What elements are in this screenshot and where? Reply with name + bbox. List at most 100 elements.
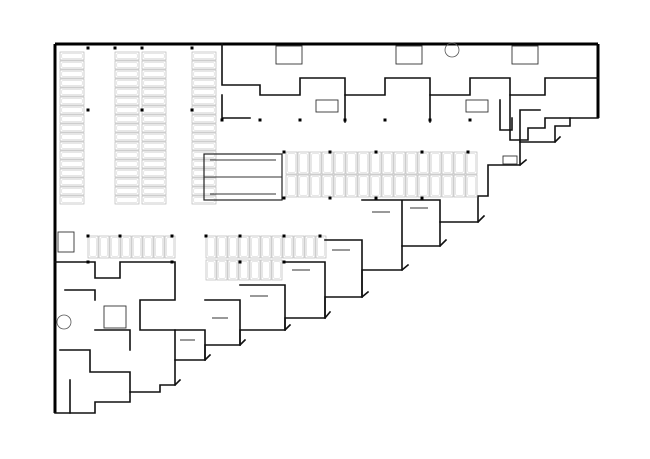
outer-envelope	[53, 42, 600, 414]
column	[86, 234, 90, 238]
lift-room-1	[315, 99, 339, 113]
column	[428, 118, 432, 122]
parking-bay	[114, 123, 140, 133]
parked-car-outline	[116, 116, 138, 122]
diagonal-facade	[173, 135, 562, 387]
structural-columns	[86, 46, 472, 264]
stair-core-2	[395, 45, 423, 65]
parked-car-outline	[116, 107, 138, 113]
parked-car-outline	[229, 237, 237, 257]
parked-car-outline	[207, 261, 215, 279]
parked-car-outline	[61, 71, 83, 77]
parking-bay	[465, 174, 478, 198]
parking-bay	[465, 151, 478, 175]
parked-car-outline	[240, 261, 248, 279]
parked-car-outline	[371, 176, 380, 196]
north-rooms	[221, 42, 599, 131]
parked-car-outline	[383, 176, 392, 196]
parked-car-outline	[240, 237, 248, 257]
parked-car-outline	[193, 98, 215, 104]
parked-car-outline	[299, 153, 308, 173]
parked-car-outline	[100, 237, 108, 257]
parked-car-outline	[311, 153, 320, 173]
parked-car-outline	[143, 134, 165, 140]
parked-car-outline	[229, 261, 237, 279]
facade-step-lines	[173, 135, 562, 387]
parking-bay	[191, 105, 217, 115]
parked-car-outline	[467, 153, 476, 173]
parking-bay	[109, 235, 121, 259]
parking-bay	[59, 141, 85, 151]
parking-bay	[114, 105, 140, 115]
column	[258, 118, 262, 122]
parking-bay	[59, 195, 85, 205]
parking-bay	[205, 235, 217, 259]
parked-car-outline	[395, 176, 404, 196]
parking-bay	[191, 78, 217, 88]
parked-car-outline	[61, 125, 83, 131]
parking-bay	[357, 151, 370, 175]
parked-car-outline	[193, 80, 215, 86]
parking-bay	[141, 87, 167, 97]
parking-bay	[191, 123, 217, 133]
parked-car-outline	[61, 98, 83, 104]
parked-car-outline	[116, 179, 138, 185]
parking-bay	[59, 78, 85, 88]
parking-bay	[141, 78, 167, 88]
parking-bay	[441, 151, 454, 175]
sw-stair-core	[103, 305, 127, 329]
parking-bay	[191, 51, 217, 61]
parked-car-outline	[455, 153, 464, 173]
parked-car-outline	[116, 125, 138, 131]
column	[383, 118, 387, 122]
parked-car-outline	[143, 161, 165, 167]
parked-car-outline	[143, 71, 165, 77]
parked-car-outline	[251, 261, 259, 279]
parking-bay	[141, 168, 167, 178]
parking-bays-south-block	[87, 235, 327, 281]
parked-car-outline	[359, 153, 368, 173]
parking-bay	[59, 150, 85, 160]
parking-bay	[405, 151, 418, 175]
parked-car-outline	[431, 176, 440, 196]
parked-car-outline	[116, 53, 138, 59]
parked-car-outline	[419, 176, 428, 196]
parking-bay	[114, 69, 140, 79]
north-rooms-lower-line	[221, 94, 513, 131]
parking-bay	[191, 96, 217, 106]
parked-car-outline	[323, 153, 332, 173]
parking-bay	[59, 96, 85, 106]
parking-bay	[59, 159, 85, 169]
parking-bay	[114, 87, 140, 97]
parked-car-outline	[61, 134, 83, 140]
parked-car-outline	[143, 179, 165, 185]
parked-car-outline	[193, 116, 215, 122]
parked-car-outline	[467, 176, 476, 196]
parked-car-outline	[144, 237, 152, 257]
parked-car-outline	[143, 80, 165, 86]
parking-bay	[345, 174, 358, 198]
parked-car-outline	[383, 153, 392, 173]
parking-bay	[141, 114, 167, 124]
parking-bay	[260, 235, 272, 259]
parking-bay	[87, 235, 99, 259]
parking-bay	[114, 114, 140, 124]
parking-bay	[357, 174, 370, 198]
parked-car-outline	[61, 80, 83, 86]
parking-bay	[282, 235, 294, 259]
parked-car-outline	[116, 80, 138, 86]
storage-room-doors	[180, 207, 428, 341]
parked-car-outline	[61, 179, 83, 185]
parking-bay	[59, 177, 85, 187]
parking-bay	[141, 105, 167, 115]
parked-car-outline	[143, 197, 165, 203]
parked-car-outline	[359, 176, 368, 196]
parked-car-outline	[193, 53, 215, 59]
parked-car-outline	[262, 261, 270, 279]
east-rooms	[502, 94, 571, 165]
parking-bay	[114, 195, 140, 205]
parking-bay	[141, 69, 167, 79]
parked-car-outline	[193, 107, 215, 113]
parked-car-outline	[143, 89, 165, 95]
sw-storage-room	[57, 231, 75, 253]
